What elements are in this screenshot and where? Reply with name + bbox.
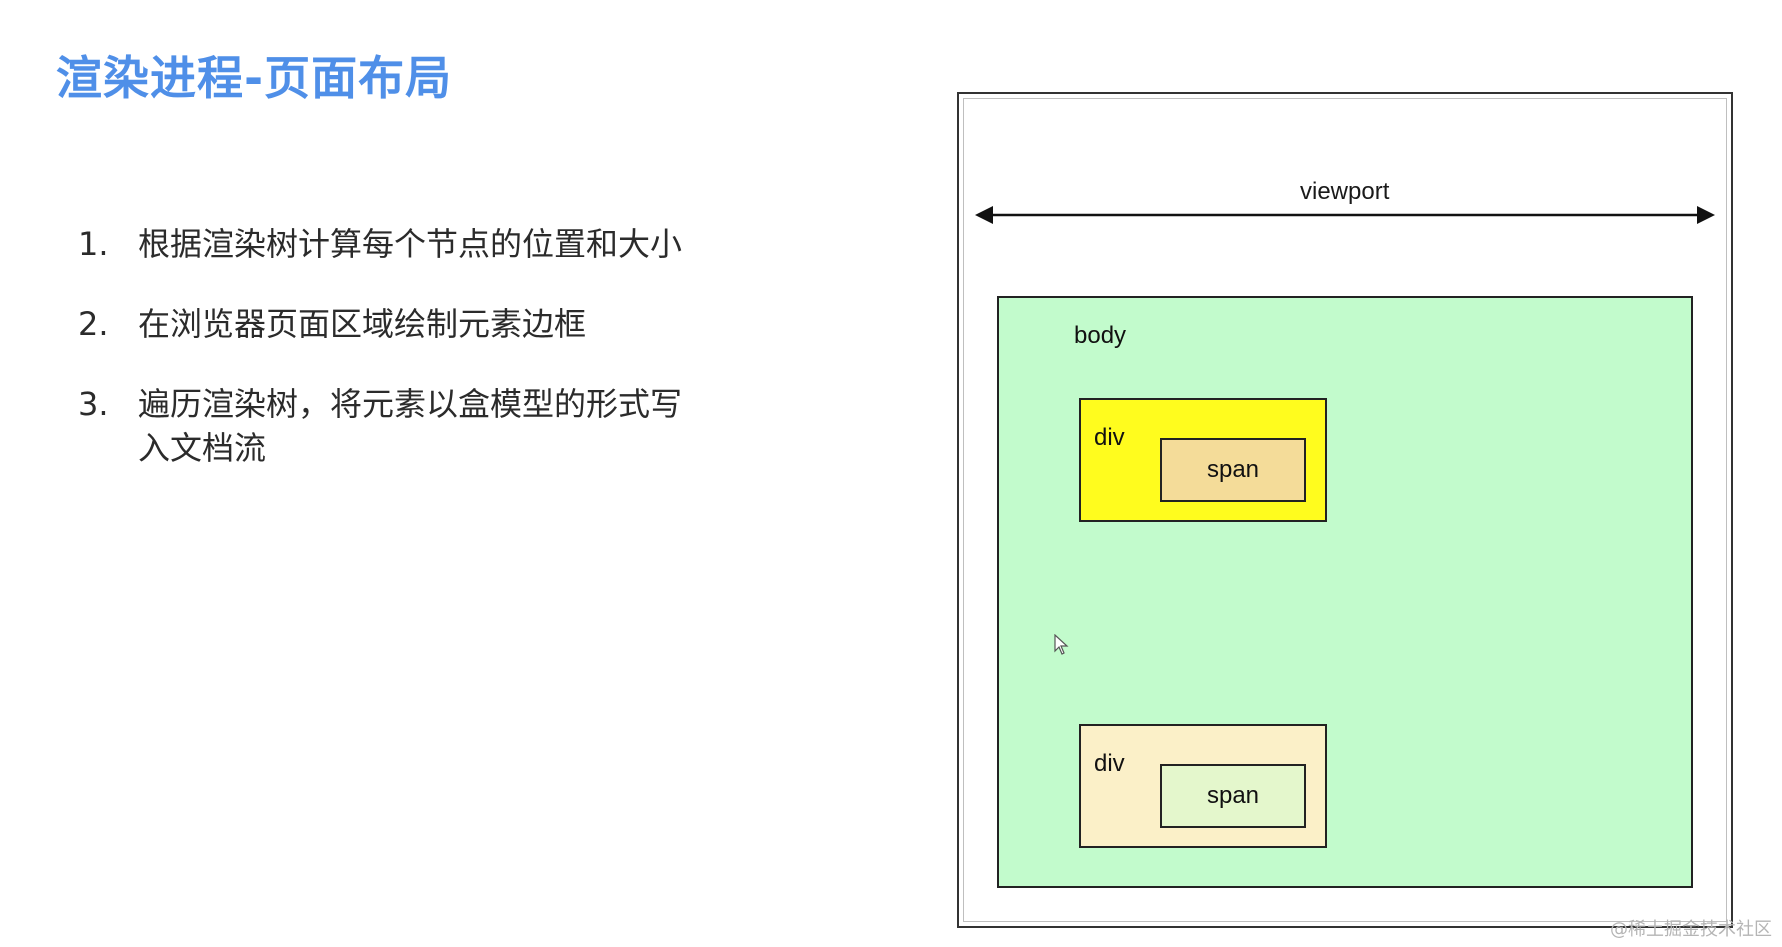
step-text: 在浏览器页面区域绘制元素边框	[138, 305, 587, 343]
mouse-pointer-icon	[1054, 634, 1069, 655]
steps-list: 1. 根据渲染树计算每个节点的位置和大小 2. 在浏览器页面区域绘制元素边框 3…	[78, 222, 698, 506]
step-number: 2.	[78, 305, 109, 343]
list-item: 2. 在浏览器页面区域绘制元素边框	[78, 302, 698, 346]
watermark: @稀土掘金技术社区	[1610, 919, 1772, 940]
list-item: 1. 根据渲染树计算每个节点的位置和大小	[78, 222, 698, 266]
body-label: body	[1074, 322, 1127, 349]
div-label-2: div	[1094, 750, 1125, 777]
step-text: 遍历渲染树，将元素以盒模型的形式写入文档流	[138, 385, 683, 467]
viewport-label: viewport	[1300, 178, 1390, 205]
list-item: 3. 遍历渲染树，将元素以盒模型的形式写入文档流	[78, 382, 698, 470]
div-label-1: div	[1094, 424, 1125, 451]
span-box-1: span	[1160, 438, 1306, 502]
step-number: 1.	[78, 225, 109, 263]
double-headed-arrow-icon	[975, 206, 1715, 224]
span-box-2: span	[1160, 764, 1306, 828]
step-text: 根据渲染树计算每个节点的位置和大小	[138, 225, 683, 263]
page-title: 渲染进程-页面布局	[56, 51, 453, 105]
step-number: 3.	[78, 385, 109, 423]
